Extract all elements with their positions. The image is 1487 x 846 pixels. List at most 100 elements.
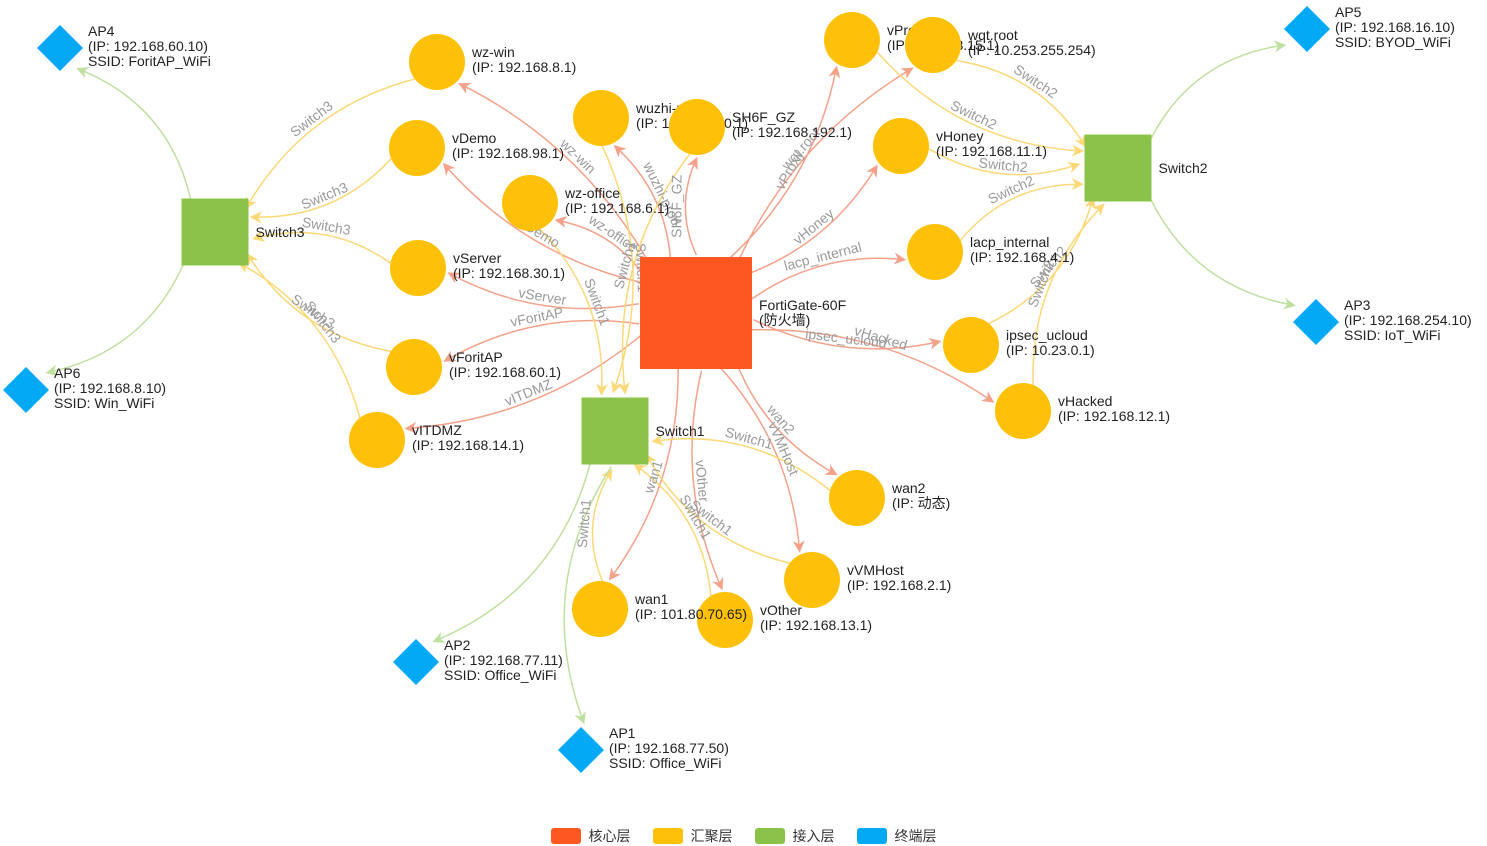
- edge-vhoney-to-switch2[interactable]: [928, 148, 1081, 176]
- edge-fortigate-to-vserver[interactable]: [447, 272, 639, 310]
- edge-fortigate-to-vproxy[interactable]: [724, 65, 841, 264]
- node-vdemo[interactable]: vDemo(IP: 192.168.98.1): [389, 120, 564, 176]
- terminal-diamond-shape[interactable]: [1293, 299, 1339, 345]
- terminal-diamond-shape[interactable]: [558, 727, 604, 773]
- edge-fortigate-to-wz-win[interactable]: [458, 82, 655, 273]
- node-switch1[interactable]: Switch1: [581, 397, 705, 465]
- aggregation-circle-shape[interactable]: [824, 12, 880, 68]
- aggregation-circle-shape[interactable]: [573, 90, 629, 146]
- edge-fortigate-to-vforitap[interactable]: [443, 319, 640, 362]
- access-square-shape[interactable]: [581, 397, 649, 465]
- node-ap2[interactable]: AP2(IP: 192.168.77.11)SSID: Office_WiFi: [393, 637, 563, 685]
- node-vitdmz[interactable]: vITDMZ(IP: 192.168.14.1): [349, 412, 524, 468]
- edge-vproxy-to-switch2[interactable]: [876, 51, 1085, 157]
- edge-vitdmz-to-switch3[interactable]: [237, 262, 361, 419]
- edge-label-vhoney-to-switch2: Switch2: [978, 154, 1029, 175]
- node-wz-office[interactable]: wz-office(IP: 192.168.6.1): [502, 175, 669, 231]
- edge-sh6f-gz-to-switch1[interactable]: [617, 153, 691, 395]
- edge-switch2-to-ap5[interactable]: [1146, 40, 1287, 148]
- edge-vhacked-to-switch2[interactable]: [1032, 203, 1105, 385]
- node-detail: (IP: 192.168.30.1): [453, 265, 565, 281]
- core-square-shape[interactable]: [640, 257, 752, 369]
- aggregation-circle-shape[interactable]: [409, 34, 465, 90]
- edge-fortigate-to-wuzhi-prod[interactable]: [613, 145, 672, 261]
- edge-fortigate-to-vitdmz[interactable]: [404, 333, 643, 434]
- aggregation-circle-shape[interactable]: [386, 339, 442, 395]
- edge-switch2-to-ap3[interactable]: [1145, 189, 1296, 310]
- edge-fortigate-to-wqt-root[interactable]: [733, 67, 914, 270]
- node-vserver[interactable]: vServer(IP: 192.168.30.1): [390, 240, 565, 296]
- node-vforitap[interactable]: vForitAP(IP: 192.168.60.1): [386, 339, 561, 395]
- edge-switch3-to-ap4[interactable]: [76, 66, 193, 205]
- edge-fortigate-to-vdemo[interactable]: [442, 162, 647, 285]
- node-switch2[interactable]: Switch2: [1084, 134, 1208, 202]
- aggregation-circle-shape[interactable]: [905, 17, 961, 73]
- aggregation-circle-shape[interactable]: [995, 383, 1051, 439]
- edge-fortigate-to-vother[interactable]: [691, 370, 724, 591]
- edge-fortigate-to-vvmhost[interactable]: [718, 365, 805, 553]
- edge-vvmhost-to-switch1[interactable]: [645, 453, 790, 564]
- edge-lacp-internal-to-switch2[interactable]: [959, 178, 1084, 241]
- node-switch3[interactable]: Switch3: [181, 198, 305, 266]
- aggregation-circle-shape[interactable]: [697, 592, 753, 648]
- node-wan2[interactable]: wan2(IP: 动态): [829, 470, 950, 526]
- legend-item-terminal[interactable]: 终端层: [856, 826, 937, 846]
- node-vother[interactable]: vOther(IP: 192.168.13.1): [697, 592, 872, 648]
- edge-vother-to-switch1[interactable]: [633, 464, 712, 596]
- edge-vserver-to-switch3[interactable]: [252, 230, 391, 264]
- edge-label-vdemo-to-switch3: Switch3: [299, 179, 351, 213]
- aggregation-circle-shape[interactable]: [349, 412, 405, 468]
- aggregation-circle-shape[interactable]: [669, 99, 725, 155]
- node-ap5[interactable]: AP5(IP: 192.168.16.10)SSID: BYOD_WiFi: [1284, 4, 1455, 52]
- node-vhoney[interactable]: vHoney(IP: 192.168.11.1): [873, 118, 1047, 174]
- aggregation-circle-shape[interactable]: [389, 120, 445, 176]
- edge-fortigate-to-wan2[interactable]: [733, 356, 838, 476]
- node-sh6f-gz[interactable]: SH6F_GZ(IP: 192.168.192.1): [669, 99, 852, 155]
- node-wan1[interactable]: wan1(IP: 101.80.70.65): [572, 581, 747, 637]
- access-square-shape[interactable]: [181, 198, 249, 266]
- node-label-wan1: wan1(IP: 101.80.70.65): [634, 591, 747, 622]
- node-lacp-internal[interactable]: lacp_internal(IP: 192.168.4.1): [907, 224, 1074, 280]
- aggregation-circle-shape[interactable]: [390, 240, 446, 296]
- node-ap4[interactable]: AP4(IP: 192.168.60.10)SSID: ForitAP_WiFi: [37, 23, 211, 71]
- node-ap1[interactable]: AP1(IP: 192.168.77.50)SSID: Office_WiFi: [558, 725, 729, 773]
- aggregation-circle-shape[interactable]: [907, 224, 963, 280]
- terminal-diamond-shape[interactable]: [1284, 6, 1330, 52]
- edge-vdemo-to-switch3[interactable]: [249, 158, 392, 224]
- legend-item-aggregation[interactable]: 汇聚层: [652, 826, 733, 846]
- aggregation-circle-shape[interactable]: [572, 581, 628, 637]
- edge-fortigate-to-lacp-internal[interactable]: [751, 252, 907, 300]
- terminal-diamond-shape[interactable]: [37, 25, 83, 71]
- node-ipsec-ucloud[interactable]: ipsec_ucloud(IP: 10.23.0.1): [943, 317, 1095, 373]
- legend-item-access[interactable]: 接入层: [754, 826, 835, 846]
- aggregation-circle-shape[interactable]: [502, 175, 558, 231]
- edge-wz-office-to-switch1[interactable]: [539, 228, 609, 396]
- aggregation-circle-shape[interactable]: [873, 118, 929, 174]
- edge-fortigate-to-vhacked[interactable]: [751, 328, 995, 403]
- access-square-shape[interactable]: [1084, 134, 1152, 202]
- node-wqt-root[interactable]: wqt.root(IP: 10.253.255.254): [905, 17, 1096, 73]
- edge-switch1-to-ap1[interactable]: [563, 466, 612, 725]
- node-vvmhost[interactable]: vVMHost(IP: 192.168.2.1): [784, 552, 951, 608]
- node-fortigate[interactable]: FortiGate-60F(防火墙): [640, 257, 846, 369]
- node-ap3[interactable]: AP3(IP: 192.168.254.10)SSID: IoT_WiFi: [1293, 297, 1472, 345]
- edge-fortigate-to-sh6f-gz[interactable]: [684, 156, 698, 256]
- node-label-fortigate: FortiGate-60F(防火墙): [759, 297, 846, 328]
- edge-wqt-root-to-switch2[interactable]: [956, 59, 1087, 148]
- edge-wz-win-to-switch3[interactable]: [245, 78, 415, 210]
- node-wz-win[interactable]: wz-win(IP: 192.168.8.1): [409, 34, 576, 90]
- aggregation-circle-shape[interactable]: [829, 470, 885, 526]
- edge-fortigate-to-vhoney[interactable]: [740, 164, 878, 278]
- node-vhacked[interactable]: vHacked(IP: 192.168.12.1): [995, 383, 1170, 439]
- aggregation-circle-shape[interactable]: [943, 317, 999, 373]
- node-detail: SSID: IoT_WiFi: [1344, 327, 1440, 343]
- node-ap6[interactable]: AP6(IP: 192.168.8.10)SSID: Win_WiFi: [3, 365, 166, 413]
- edge-wan1-to-switch1[interactable]: [591, 468, 613, 582]
- edge-wan2-to-switch1[interactable]: [651, 433, 831, 492]
- legend-item-core[interactable]: 核心层: [550, 826, 631, 846]
- edge-switch1-to-ap2[interactable]: [432, 458, 593, 643]
- aggregation-circle-shape[interactable]: [784, 552, 840, 608]
- terminal-diamond-shape[interactable]: [393, 639, 439, 685]
- edge-switch3-to-ap6[interactable]: [45, 254, 189, 377]
- terminal-diamond-shape[interactable]: [3, 367, 49, 413]
